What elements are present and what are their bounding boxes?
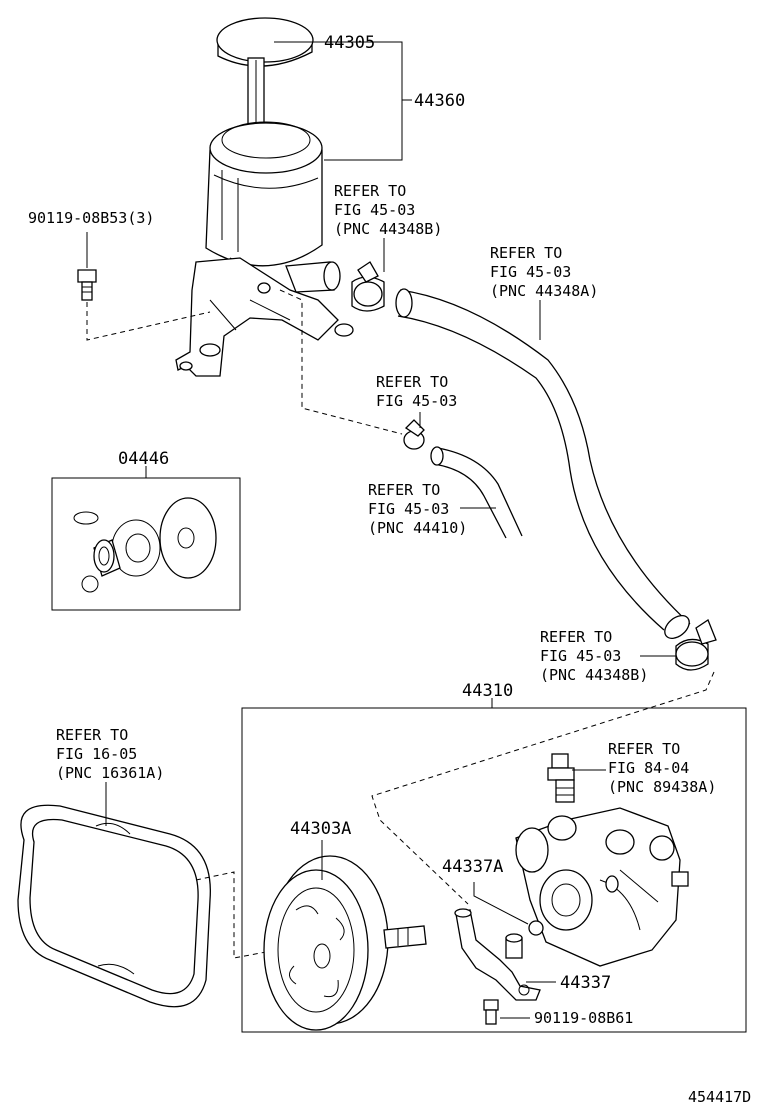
part-number-union: 44337 [560, 973, 611, 993]
bolt-leader-dashed [86, 302, 211, 341]
reservoir-tank-illustration [205, 121, 341, 293]
gasket-illustration [528, 920, 544, 936]
belt-ref-line-2: FIG 16-05 [56, 745, 137, 763]
reservoir-cap-illustration [216, 17, 314, 139]
big-hose-illustration [395, 288, 691, 639]
clamp-bottom-to-pump-dashed [371, 671, 715, 905]
part-number-pump-assembly: 44310 [462, 681, 513, 701]
pump-body-illustration [515, 807, 689, 967]
part-number-reservoir: 44360 [414, 91, 465, 111]
clamp-top-ref-line-3: (PNC 44348B) [334, 220, 442, 238]
hose-small-ref-line-1: REFER TO [368, 481, 440, 499]
part-number-gasket: 44337A [442, 857, 503, 877]
sensor-illustration [547, 753, 575, 803]
belt-to-pulley-dashed [195, 871, 267, 959]
reservoir-leader [312, 41, 403, 161]
hose-big-ref-line-2: FIG 45-03 [490, 263, 571, 281]
clamp-mid-ref-line-2: FIG 45-03 [376, 392, 457, 410]
illustration-id: 454417D [688, 1088, 751, 1106]
hose-big-ref-line-3: (PNC 44348A) [490, 282, 598, 300]
clamp-mid-ref-line-1: REFER TO [376, 373, 448, 391]
reservoir-bracket-illustration [175, 257, 354, 377]
sensor-ref-line-2: FIG 84-04 [608, 759, 689, 777]
clamp-top-illustration [351, 261, 385, 312]
clamp-bottom-ref-line-3: (PNC 44348B) [540, 666, 648, 684]
belt-ref-line-3: (PNC 16361A) [56, 764, 164, 782]
part-number-bolt-bottom: 90119-08B61 [534, 1009, 633, 1027]
small-hose-illustration [430, 446, 523, 539]
hose-big-ref-line-1: REFER TO [490, 244, 562, 262]
belt-ref-line-1: REFER TO [56, 726, 128, 744]
clamp-bottom-ref-line-1: REFER TO [540, 628, 612, 646]
part-number-pulley: 44303A [290, 819, 351, 839]
hose-small-ref-line-3: (PNC 44410) [368, 519, 467, 537]
clamp-mid-illustration [403, 419, 425, 450]
bolt-top-illustration [77, 269, 97, 301]
clamp-top-ref-line-1: REFER TO [334, 182, 406, 200]
pump-assembly-box [241, 707, 747, 1033]
clamp-top-ref-line-2: FIG 45-03 [334, 201, 415, 219]
reservoir-to-clamp-dashed [279, 289, 403, 435]
bolt-bottom-illustration [483, 999, 499, 1025]
part-number-bolt-top: 90119-08B53(3) [28, 209, 154, 227]
pulley-illustration [263, 855, 427, 1031]
hose-small-ref-line-2: FIG 45-03 [368, 500, 449, 518]
part-number-kit: 04446 [118, 449, 169, 469]
gasket-leader [473, 882, 529, 925]
clamp-bottom-illustration [675, 619, 717, 671]
clamp-bottom-ref-line-2: FIG 45-03 [540, 647, 621, 665]
kit-parts-illustration [73, 497, 217, 593]
sensor-ref-line-3: (PNC 89438A) [608, 778, 716, 796]
union-illustration [454, 908, 541, 1001]
part-number-cap: 44305 [324, 33, 375, 53]
sensor-ref-line-1: REFER TO [608, 740, 680, 758]
drive-belt-illustration [17, 804, 211, 1008]
